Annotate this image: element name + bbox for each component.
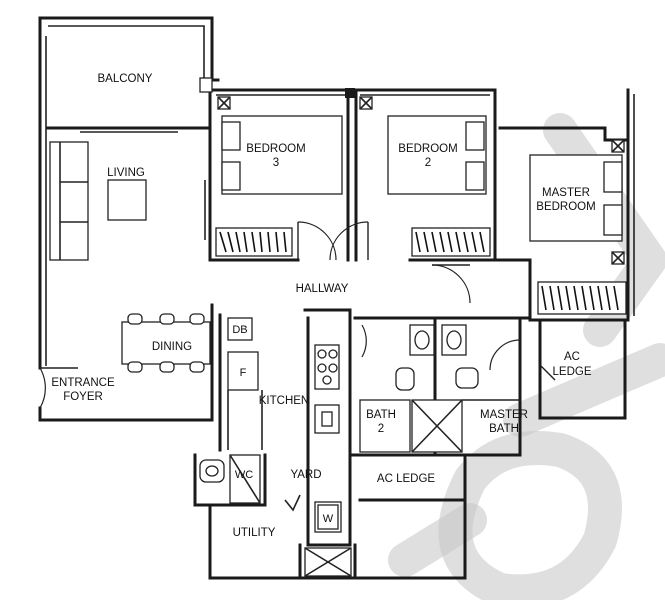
label-bath2-line1: BATH	[366, 409, 396, 421]
bedroom2-wardrobe-hatch	[415, 231, 485, 253]
label-bedroom3-line1: BEDROOM	[246, 143, 305, 155]
label-balcony: BALCONY	[98, 73, 153, 85]
label-master-bath-line1: MASTER	[480, 409, 528, 421]
kitchen-fixtures	[227, 317, 340, 450]
outer-walls	[38, 16, 635, 580]
label-wc: WC	[235, 469, 253, 481]
master-wardrobe-hatch	[541, 285, 619, 311]
label-ac-ledge-right-line2: LEDGE	[553, 366, 592, 378]
label-fridge: F	[240, 367, 247, 379]
label-washer: W	[323, 513, 334, 525]
room-labels: BALCONY LIVING BEDROOM 3 BEDROOM 2 MASTE…	[51, 73, 595, 539]
label-master-bath-line2: BATH	[489, 423, 519, 435]
label-ac-ledge-bottom: AC LEDGE	[377, 473, 435, 485]
label-bedroom3-line2: 3	[273, 157, 279, 169]
master-bath-fixtures	[441, 324, 520, 401]
fridge-box	[227, 351, 259, 391]
label-hallway: HALLWAY	[296, 283, 349, 295]
label-yard: YARD	[290, 469, 321, 481]
label-entrance-line2: FOYER	[63, 391, 103, 403]
dining-set	[121, 313, 211, 373]
label-living: LIVING	[107, 167, 145, 179]
label-master-bedroom-line1: MASTER	[542, 187, 590, 199]
label-dining: DINING	[152, 341, 192, 353]
label-entrance-line1: ENTRANCE	[51, 377, 115, 389]
bedroom2-furniture	[387, 115, 491, 257]
fixture-labels: DB F W	[232, 324, 333, 525]
label-ac-ledge-right-line1: AC	[564, 351, 580, 363]
bath2-fixtures	[359, 324, 463, 453]
bedroom3-furniture	[215, 115, 343, 257]
label-bedroom2-line1: BEDROOM	[398, 143, 457, 155]
label-bedroom2-line2: 2	[425, 157, 431, 169]
doors	[39, 221, 556, 409]
bedroom3-wardrobe-hatch	[219, 231, 287, 253]
label-bath2-line2: 2	[378, 423, 384, 435]
db-box	[227, 317, 253, 341]
label-master-bedroom-line2: BEDROOM	[536, 201, 595, 213]
living-furniture	[49, 141, 206, 261]
label-utility: UTILITY	[233, 527, 276, 539]
label-kitchen: KITCHEN	[259, 395, 309, 407]
master-bedroom-furniture	[529, 154, 627, 315]
service-fixtures	[199, 454, 352, 577]
label-db: DB	[232, 324, 247, 336]
structural-columns	[199, 77, 625, 265]
